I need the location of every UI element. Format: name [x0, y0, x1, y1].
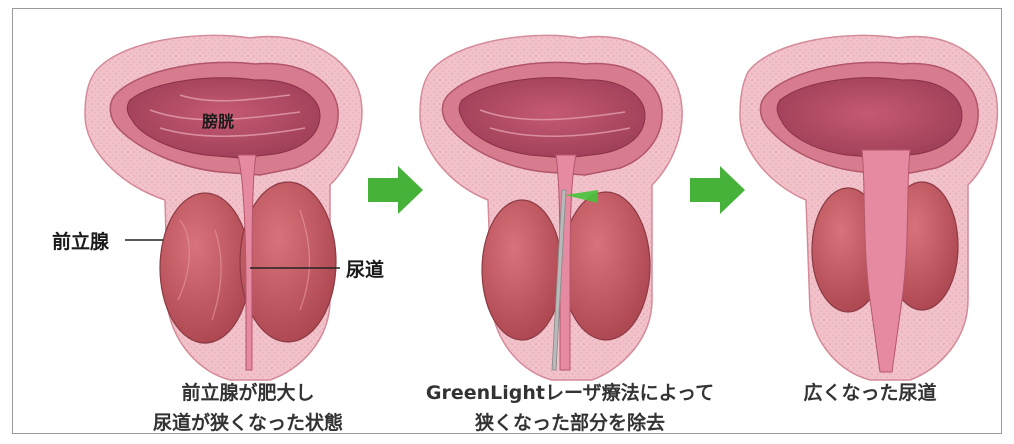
prostate-left-lobe	[160, 193, 250, 343]
stage2-caption: GreenLightレーザ療法によって 狭くなった部分を除去	[420, 378, 720, 438]
stage1-caption-line2: 尿道が狭くなった状態	[118, 408, 378, 438]
stage1-illustration	[85, 35, 362, 380]
right-arrow-icon	[690, 166, 745, 214]
stage3-caption: 広くなった尿道	[770, 378, 970, 408]
prostate-label: 前立腺	[52, 227, 109, 254]
stage3-illustration	[740, 35, 997, 380]
prostate-right-lobe	[240, 182, 336, 342]
stage2-caption-line1: GreenLightレーザ療法によって	[420, 378, 720, 408]
stage2-illustration	[420, 35, 682, 380]
stage3-caption-line1: 広くなった尿道	[770, 378, 970, 408]
prostate-right-lobe	[562, 192, 650, 340]
urethra-label: 尿道	[346, 255, 384, 282]
stage2-caption-line2: 狭くなった部分を除去	[420, 408, 720, 438]
prostate-left-lobe	[482, 200, 562, 340]
stage1-caption-line1: 前立腺が肥大し	[118, 378, 378, 408]
stage1-caption: 前立腺が肥大し 尿道が狭くなった状態	[118, 378, 378, 438]
bladder-label: 膀胱	[202, 108, 234, 132]
right-arrow-icon	[368, 166, 423, 214]
